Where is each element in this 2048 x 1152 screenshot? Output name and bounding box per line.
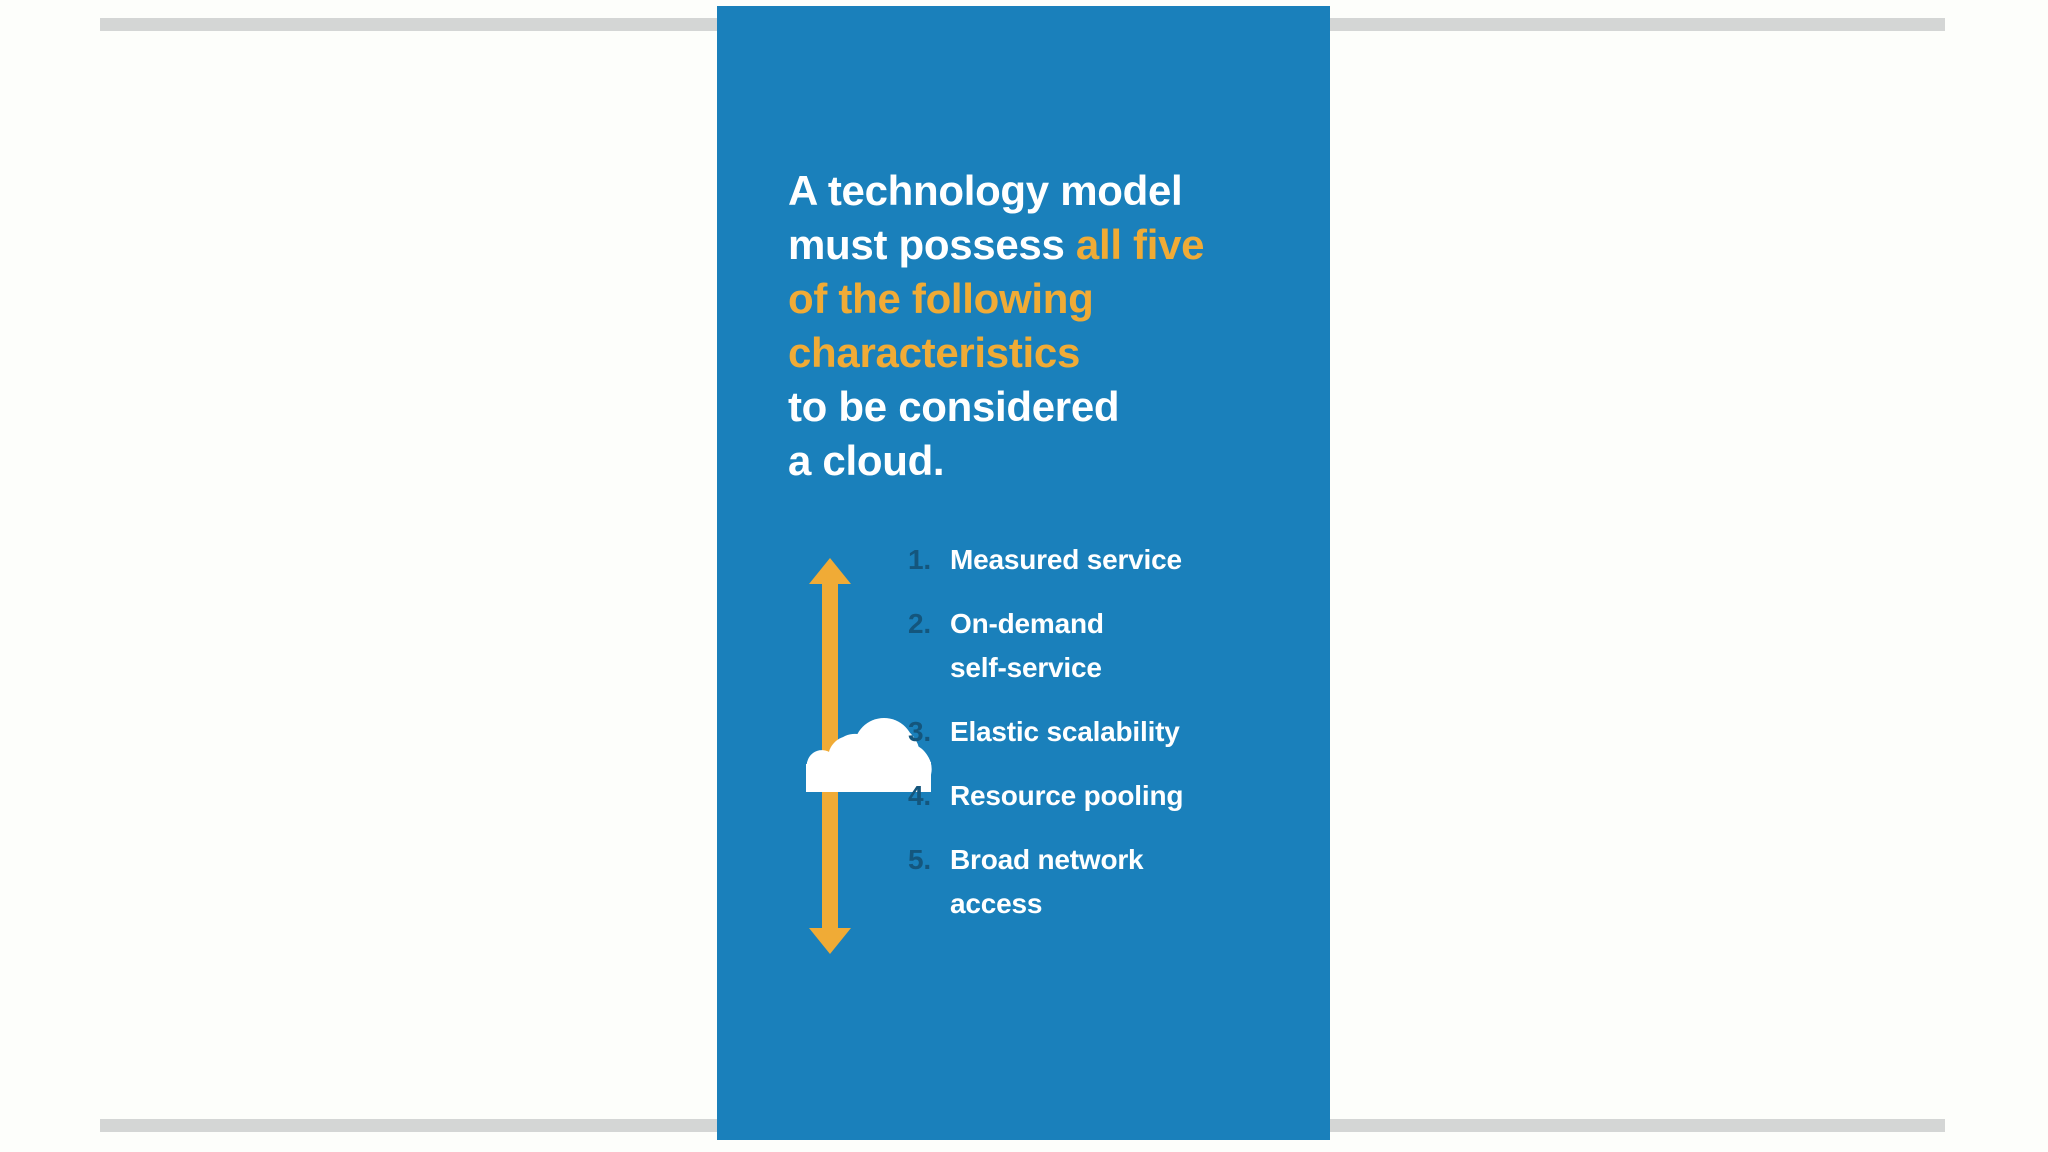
list-item-label: Elastic scalability [950, 716, 1180, 747]
blue-content-panel: A technology model must possess all five o… [717, 6, 1330, 1140]
characteristics-list: 1. Measured service 2. On-demand self-se… [908, 538, 1308, 926]
list-item-label: Measured service [950, 544, 1182, 575]
heading-line-3-accent: of the following [788, 275, 1094, 322]
heading-line-1: A technology model [788, 167, 1183, 214]
page-title: A technology model must possess all five o… [788, 164, 1308, 488]
heading-line-2-accent: all five [1075, 221, 1205, 268]
list-item: 1. Measured service [908, 538, 1308, 582]
list-item-number: 3. [908, 716, 931, 747]
heading-line-4-accent: characteristics [788, 329, 1081, 376]
list-item: 4. Resource pooling [908, 774, 1308, 818]
cloud-icon [806, 718, 932, 792]
heading-line-5: to be considered [788, 383, 1120, 430]
list-item-label: Resource pooling [950, 780, 1184, 811]
heading-line-6: a cloud. [788, 437, 945, 484]
list-item-number: 5. [908, 844, 931, 875]
arrow-cloud-graphic [792, 550, 972, 962]
list-item-number: 2. [908, 608, 931, 639]
list-item: 2. On-demand self-service [908, 602, 1308, 690]
list-item: 3. Elastic scalability [908, 710, 1308, 754]
list-item: 5. Broad network access [908, 838, 1308, 926]
list-item-label: On-demand self-service [950, 608, 1104, 683]
list-item-number: 1. [908, 544, 931, 575]
list-item-label: Broad network access [950, 844, 1144, 919]
list-item-number: 4. [908, 780, 931, 811]
heading-line-2-white: must possess [788, 221, 1076, 268]
